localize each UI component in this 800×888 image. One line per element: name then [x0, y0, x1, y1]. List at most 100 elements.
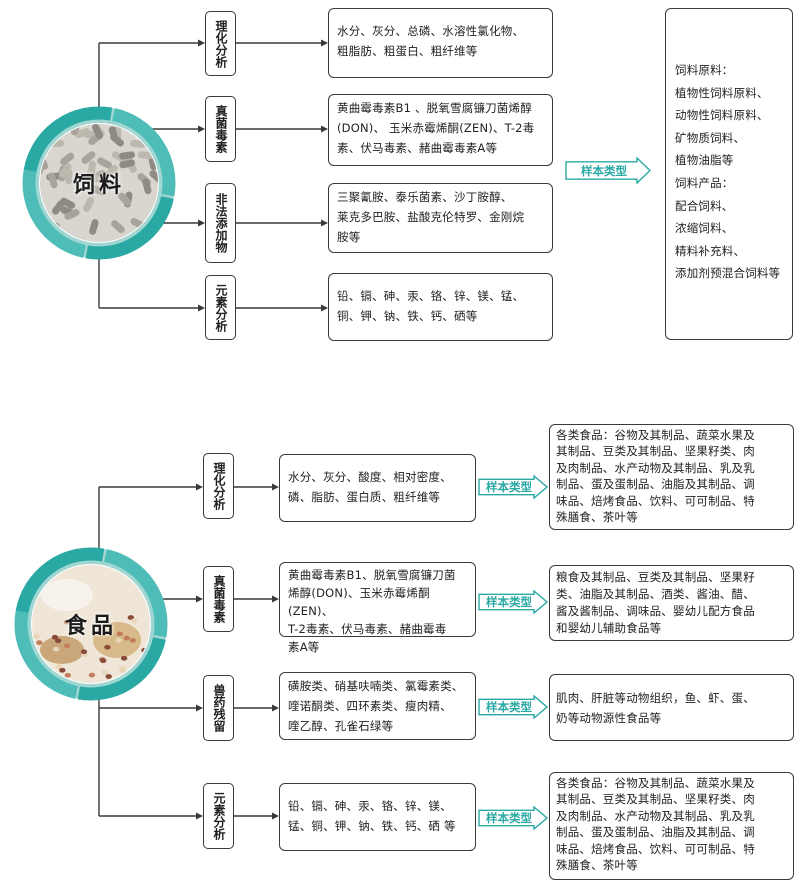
feed-branch-4-head	[198, 304, 205, 312]
pellet-icon	[119, 151, 135, 160]
hollow-arrow-icon	[478, 590, 548, 614]
bean-icon	[129, 638, 136, 643]
feed-sample-type-arrow: 样本类型	[565, 157, 651, 184]
bean-icon	[55, 664, 63, 670]
ring-segment	[103, 549, 168, 638]
feed-sample-types-list: 饲料原料： 植物性饲料原料、 动物性饲料原料、 矿物质饲料、 植物油脂等 饲料产…	[665, 8, 793, 340]
food-samples-physchem: 各类食品：谷物及其制品、蔬菜水果及 其制品、豆类及其制品、坚果籽类、肉 及肉制品…	[549, 424, 794, 530]
bean-icon	[52, 646, 60, 652]
pellet-icon	[130, 139, 146, 148]
feed-detail-mycotoxin: 黄曲霉毒素B1 、脱氧雪腐镰刀菌烯醇 (DON)、 玉米赤霉烯酮(ZEN)、T-…	[328, 94, 553, 166]
pellet-icon	[142, 178, 152, 195]
food-detail-arrow-2-head	[272, 595, 279, 603]
pellet-icon	[90, 185, 106, 196]
feed-category-mycotoxin: 真菌毒素	[205, 96, 236, 162]
pellet-icon	[149, 170, 158, 184]
bean-icon	[33, 634, 40, 639]
bean-icon	[123, 635, 130, 641]
hollow-arrow-icon	[478, 806, 548, 830]
pellet-icon	[48, 172, 58, 189]
ring-segment	[77, 636, 166, 701]
feed-detail-elements: 铅、镉、砷、汞、铬、锌、镁、锰、 铜、钾、钠、铁、钙、硒等	[328, 273, 553, 341]
food-sample-type-arrow-3: 样本类型	[478, 695, 548, 719]
food-samples-vet-residues: 肌肉、肝脏等动物组织，鱼、虾、蛋、 奶等动物源性食品等	[549, 674, 794, 741]
pellet-icon	[89, 219, 99, 235]
pellet-icon	[108, 126, 119, 142]
pellet-icon	[59, 163, 72, 178]
bean-icon	[120, 655, 128, 661]
feed-detail-physchem: 水分、灰分、总磷、水溶性氯化物、 粗脂肪、粗蛋白、粗纤维等	[328, 8, 553, 78]
food-detail-arrow-1-head	[272, 483, 279, 491]
hollow-arrow-icon	[478, 695, 548, 719]
feed-detail-arrow-1-head	[321, 39, 328, 47]
food-category-elements: 元素分析	[203, 783, 234, 849]
pellet-icon	[92, 124, 104, 140]
bean-icon	[105, 674, 112, 679]
pellet-icon	[111, 220, 125, 234]
bean-icon	[36, 640, 43, 646]
pellet-icon	[118, 192, 132, 207]
bean-icon	[119, 668, 126, 673]
pellet-icon	[83, 196, 95, 212]
bean-icon	[80, 649, 88, 655]
pellet-icon	[81, 151, 96, 164]
feed-category-illegal-additives: 非法添加物	[205, 183, 236, 263]
food-samples-mycotoxin: 粮食及其制品、豆类及其制品、坚果籽 类、油脂及其制品、酒类、酱油、醋、 酱及酱制…	[549, 565, 794, 641]
bean-icon	[77, 624, 84, 630]
pellet-icon	[137, 151, 154, 160]
food-sample-type-label-4: 样本类型	[486, 811, 532, 825]
ring-segment	[85, 195, 174, 260]
pellet-icon	[98, 175, 114, 188]
food-sample-type-arrow-4: 样本类型	[478, 806, 548, 830]
pellet-icon	[87, 160, 96, 177]
grain-pile	[40, 636, 84, 664]
feed-detail-arrow-4-head	[321, 304, 328, 312]
food-branch-1-head	[196, 483, 203, 491]
bean-icon	[51, 634, 59, 640]
feed-branch-1-head	[198, 39, 205, 47]
food-category-vet-residues: 兽药残留	[203, 675, 234, 741]
hollow-arrow-icon	[478, 475, 548, 499]
pellet-icon	[52, 200, 65, 215]
pellet-icon	[64, 209, 80, 220]
food-sample-type-label-1: 样本类型	[486, 480, 532, 494]
pellet-icon	[119, 159, 136, 169]
feed-category-physchem: 理化分析	[205, 11, 236, 76]
feed-branch-2-head	[198, 125, 205, 133]
food-detail-mycotoxin: 黄曲霉毒素B1、脱氧雪腐镰刀菌 烯醇(DON)、玉米赤霉烯酮(ZEN)、 T-2…	[279, 562, 476, 654]
food-category-mycotoxin: 真菌毒素	[203, 566, 234, 632]
food-detail-vet-residues: 磺胺类、硝基呋喃类、氯霉素类、 喹诺酮类、四环素类、瘦肉精、 喹乙醇、孔雀石绿等	[279, 672, 476, 740]
feed-detail-illegal-additives: 三聚氰胺、泰乐菌素、沙丁胺醇、 莱克多巴胺、盐酸克伦特罗、金刚烷 胺等	[328, 183, 553, 253]
feed-hub-label: 饲料	[72, 173, 125, 198]
bean-icon	[101, 669, 109, 675]
bean-icon	[64, 672, 72, 678]
food-detail-arrow-3-head	[272, 704, 279, 712]
food-sample-type-arrow-2: 样本类型	[478, 590, 548, 614]
food-hub-label: 食品	[64, 614, 117, 639]
feed-branch-3-head	[198, 219, 205, 227]
bean-icon	[115, 637, 122, 643]
hollow-arrow-icon	[565, 157, 651, 184]
food-sample-type-label-3: 样本类型	[486, 700, 532, 714]
bean-icon	[63, 643, 71, 649]
feed-detail-arrow-2-head	[321, 125, 328, 133]
feed-hub-circle: 饲料	[20, 104, 178, 262]
pellet-icon	[74, 127, 91, 139]
bean-icon	[131, 618, 138, 624]
food-detail-elements: 铅、镉、砷、汞、铬、锌、镁、 锰、铜、钾、钠、铁、钙、硒 等	[279, 783, 476, 851]
ring-segment	[14, 610, 79, 699]
feed-detail-arrow-3-head	[321, 219, 328, 227]
food-branch-4-head	[196, 812, 203, 820]
pellet-icon	[104, 164, 118, 178]
pellet-icon	[70, 124, 81, 136]
flour-bowl	[41, 579, 93, 611]
food-detail-physchem: 水分、灰分、酸度、相对密度、 磷、脂肪、蛋白质、粗纤维等	[279, 454, 476, 522]
feed-category-elements: 元素分析	[205, 275, 236, 340]
pellet-icon	[60, 152, 75, 166]
pellet-icon	[60, 197, 76, 209]
food-hub-circle: 食品	[12, 545, 170, 703]
ring-segment	[111, 108, 176, 197]
bean-icon	[54, 638, 62, 644]
food-grains-image	[32, 565, 150, 683]
bean-icon	[104, 644, 111, 650]
